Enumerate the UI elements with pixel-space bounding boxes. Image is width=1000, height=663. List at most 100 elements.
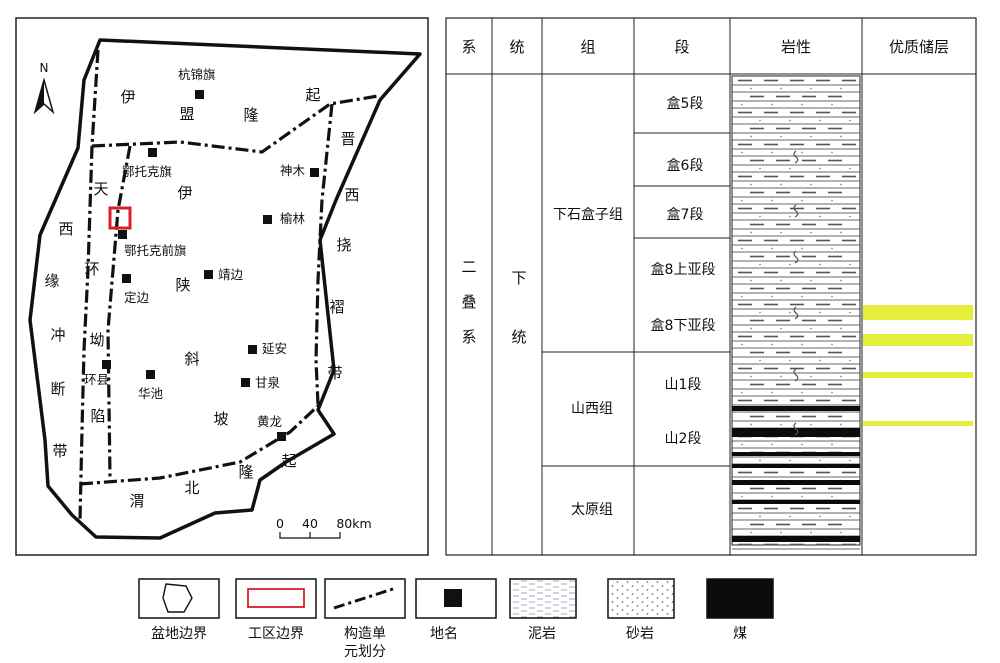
header-lithology: 岩性 <box>781 38 811 56</box>
sandstone-dot <box>849 215 851 218</box>
header-formation: 组 <box>580 38 595 56</box>
coal-seam <box>732 464 860 468</box>
sandstone-dot <box>759 459 761 462</box>
region-label-weibei-1: 渭 <box>129 492 144 510</box>
sandstone-dot <box>741 151 743 154</box>
place-label-hangjinqi: 杭锦旗 <box>178 67 216 82</box>
sandstone-dot <box>849 515 851 518</box>
place-label-ganquan: 甘泉 <box>255 375 281 390</box>
region-label-yishan-3: 斜 <box>184 350 199 368</box>
sandstone-dot <box>750 135 752 138</box>
sandstone-dot <box>831 247 833 250</box>
coal-seam <box>732 452 860 456</box>
sandstone-dot <box>810 231 812 234</box>
north-arrow: N <box>33 61 55 115</box>
sandstone-dot <box>849 459 851 462</box>
strat-formations: 下石盒子组 山西组 太原组 <box>553 206 623 518</box>
strat-grid <box>446 18 976 555</box>
cross-bedding-symbol <box>793 204 799 218</box>
system-char-2: 叠 <box>461 293 476 311</box>
sandstone-dot <box>801 391 803 394</box>
place-marker-yanan <box>248 345 257 354</box>
region-label-xiyuan-4: 断 <box>50 380 65 398</box>
region-label-jinxi-4: 褶 <box>329 298 344 316</box>
sandstone-dot <box>771 199 773 202</box>
sandstone-dot <box>771 103 773 106</box>
region-label-xiyuan-3: 冲 <box>50 326 65 344</box>
region-label-yimeng-2: 盟 <box>179 105 194 123</box>
legend-place-label: 地名 <box>430 626 458 642</box>
sandstone-dot <box>801 295 803 298</box>
sandstone-dot <box>789 263 791 266</box>
place-marker-huanxian <box>102 360 111 369</box>
member-he5: 盒5段 <box>667 95 704 112</box>
sandstone-dot <box>741 495 743 498</box>
tectonic-line-north <box>91 94 379 154</box>
sandstone-dot <box>741 343 743 346</box>
cross-bedding-symbol <box>793 306 799 320</box>
strat-headers: 系 统 组 段 岩性 优质储层 <box>461 38 949 56</box>
sandstone-dot <box>759 515 761 518</box>
header-system: 系 <box>461 38 476 56</box>
coal-seam <box>732 480 860 485</box>
cross-bedding-symbol <box>793 150 799 164</box>
sandstone-dot <box>810 423 812 426</box>
legend-sandstone: 砂岩 <box>607 578 675 642</box>
sandstone-dot <box>750 531 752 534</box>
sandstone-dot <box>819 359 821 362</box>
legend-place: 地名 <box>415 578 497 642</box>
region-label-weibei-4: 起 <box>281 452 296 470</box>
region-labels: 伊 盟 隆 起 晋 西 挠 褶 带 西 缘 冲 断 带 天 环 坳 陷 伊 陕 … <box>44 86 359 510</box>
place-label-etuokeqianqi: 鄂托克前旗 <box>124 243 187 258</box>
sandstone-dot <box>789 311 791 314</box>
north-arrow-half-icon <box>35 80 44 112</box>
region-label-jinxi-5: 带 <box>327 364 342 382</box>
formation-shanxi: 山西组 <box>571 401 613 417</box>
member-he8-upper: 盒8上亚段 <box>651 261 716 278</box>
legend-coal: 煤 <box>706 578 774 642</box>
place-label-huachi: 华池 <box>138 386 164 401</box>
sandstone-dot <box>810 183 812 186</box>
place-marker-dingbian <box>122 274 131 283</box>
sandstone-dot <box>849 167 851 170</box>
sandstone-dot <box>831 495 833 498</box>
place-label-shenmu: 神木 <box>280 163 306 178</box>
sandstone-dot <box>840 423 842 426</box>
sandstone-dot <box>810 135 812 138</box>
region-label-weibei-3: 隆 <box>238 463 253 481</box>
sandstone-dot <box>759 311 761 314</box>
sandstone-dot <box>741 295 743 298</box>
region-label-tianhuan-2: 环 <box>84 260 99 278</box>
system-char-3: 系 <box>461 328 476 346</box>
sandstone-dot <box>759 119 761 122</box>
sandstone-dot <box>801 247 803 250</box>
region-label-tianhuan-4: 陷 <box>90 407 105 425</box>
region-label-jinxi-2: 西 <box>344 186 359 204</box>
sandstone-swatch <box>607 578 675 619</box>
place-marker-ganquan <box>241 378 250 387</box>
sandstone-dot <box>801 343 803 346</box>
coal-seam <box>732 428 860 432</box>
member-shan1: 山1段 <box>665 377 702 393</box>
sandstone-dot <box>750 183 752 186</box>
sandstone-dot <box>819 215 821 218</box>
region-label-xiyuan-5: 带 <box>52 442 67 460</box>
work-area-box <box>108 206 132 230</box>
sandstone-dot <box>840 231 842 234</box>
place-label-etuokeqi: 鄂托克旗 <box>122 164 172 179</box>
sandstone-dot <box>819 311 821 314</box>
sandstone-dot <box>780 231 782 234</box>
region-label-yimeng-3: 隆 <box>243 106 258 124</box>
sandstone-dot <box>780 135 782 138</box>
coal-seam <box>732 406 860 411</box>
place-marker-yulin <box>263 215 272 224</box>
sandstone-dot <box>780 423 782 426</box>
region-label-yishan-1: 伊 <box>177 184 192 202</box>
reservoir-band-4 <box>863 421 973 426</box>
legend: 盆地边界 工区边界 构造单 元划分 地名 泥岩 砂岩 煤 <box>138 578 774 660</box>
sandstone-dot <box>741 247 743 250</box>
sandstone-dot <box>750 423 752 426</box>
region-label-jinxi-3: 挠 <box>336 236 351 254</box>
header-reservoir: 优质储层 <box>889 38 949 56</box>
place-marker-shenmu <box>310 168 319 177</box>
